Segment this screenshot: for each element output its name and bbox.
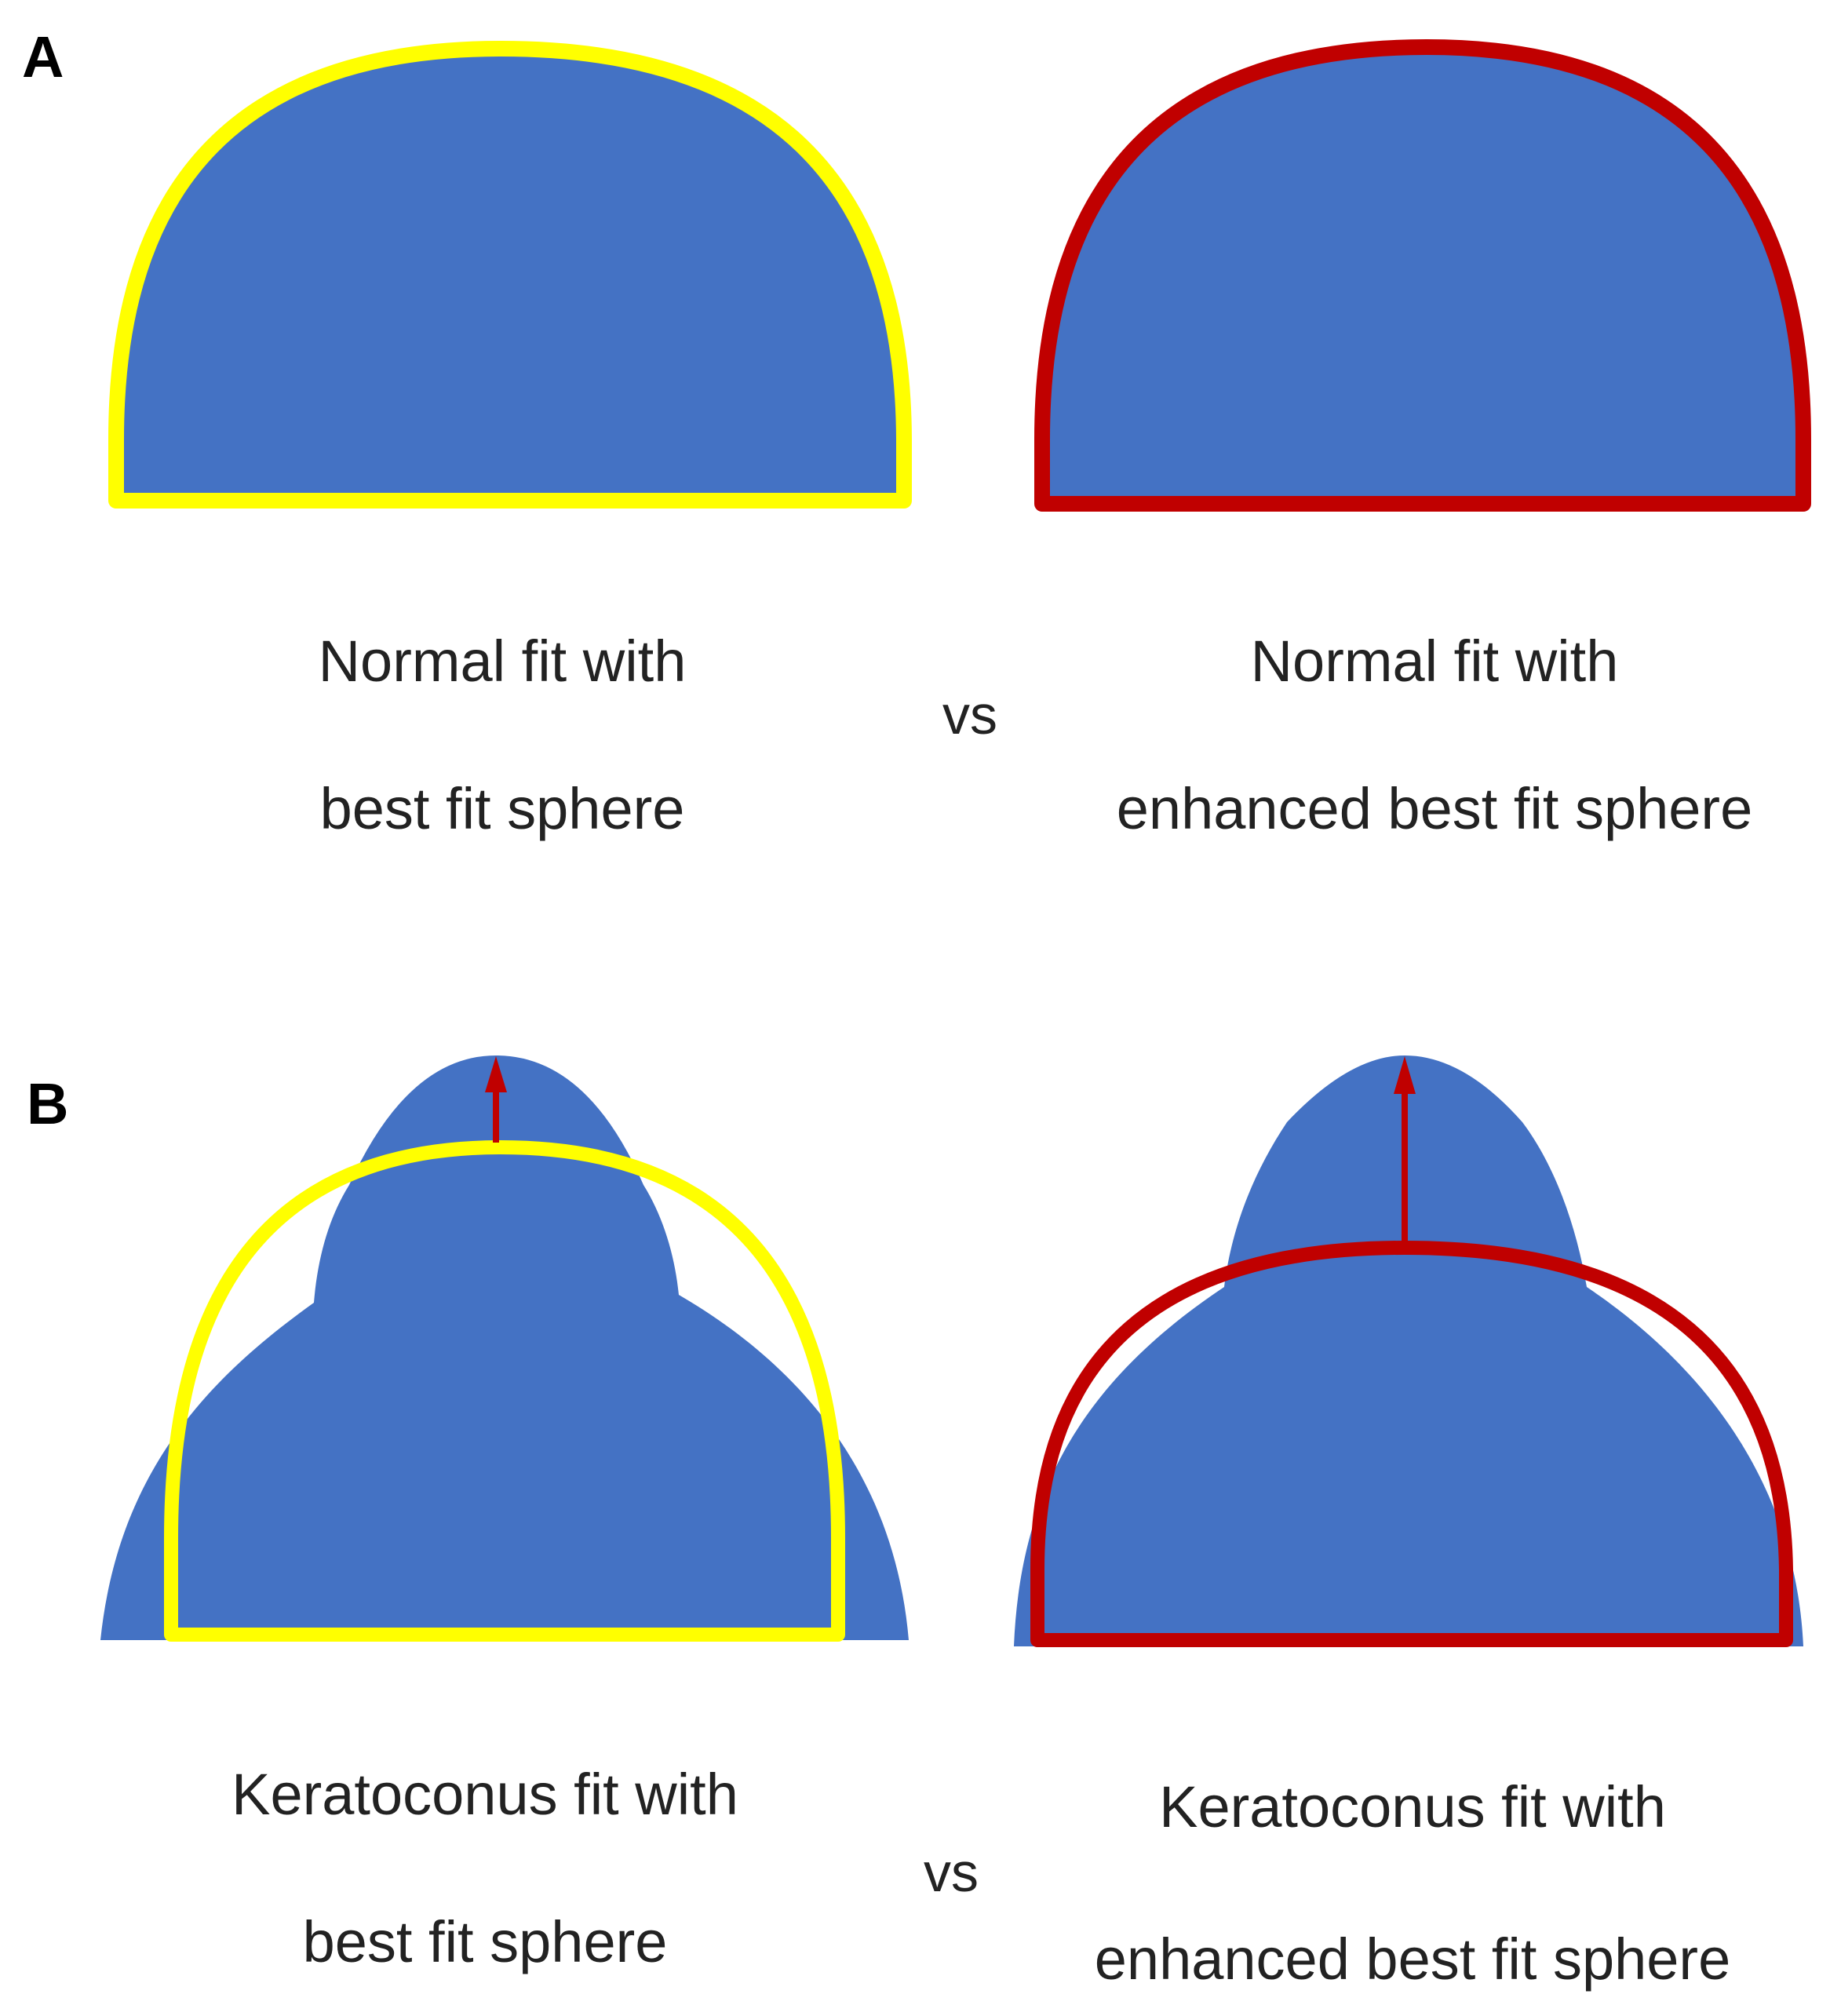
best-fit-sphere-outline bbox=[164, 1140, 845, 1642]
panel-b-letter: B bbox=[27, 1071, 68, 1136]
keratoconus-cornea-shape bbox=[100, 1055, 909, 1640]
panel-b: B Keratoconus fit with best fit sphere v… bbox=[27, 1055, 1803, 1992]
vs-label-a: vs bbox=[942, 684, 997, 746]
caption-a-right-line2: enhanced best fit sphere bbox=[1117, 776, 1752, 841]
caption-a-left-line2: best fit sphere bbox=[320, 776, 685, 841]
panel-b-keratoconus-best-fit bbox=[100, 1055, 909, 1642]
caption-b-left-line1: Keratoconus fit with bbox=[231, 1762, 738, 1827]
arrowhead-icon bbox=[485, 1056, 507, 1092]
caption-a-left-line1: Normal fit with bbox=[319, 629, 687, 694]
enhanced-best-fit-sphere-outline bbox=[1034, 39, 1811, 512]
best-fit-sphere-outline bbox=[108, 41, 912, 509]
panel-a-normal-best-fit bbox=[108, 41, 912, 509]
caption-b-right-line2: enhanced best fit sphere bbox=[1095, 1927, 1730, 1992]
enhanced-best-fit-sphere-outline bbox=[1030, 1241, 1793, 1647]
normal-cornea-shape bbox=[1042, 47, 1803, 504]
normal-cornea-shape bbox=[116, 49, 904, 501]
panel-a-letter: A bbox=[22, 24, 64, 89]
caption-a-right-line1: Normal fit with bbox=[1251, 629, 1619, 694]
panel-b-keratoconus-enhanced-fit bbox=[1014, 1055, 1803, 1647]
caption-b-right-line1: Keratoconus fit with bbox=[1159, 1774, 1666, 1839]
panel-a-normal-enhanced-fit bbox=[1034, 39, 1811, 512]
arrowhead-icon bbox=[1394, 1056, 1416, 1094]
panel-a: A Normal fit with best fit sphere vs Nor… bbox=[22, 24, 1811, 841]
caption-b-left-line2: best fit sphere bbox=[303, 1909, 668, 1974]
vs-label-b: vs bbox=[924, 1842, 979, 1903]
keratoconus-cornea-shape bbox=[1014, 1055, 1803, 1646]
